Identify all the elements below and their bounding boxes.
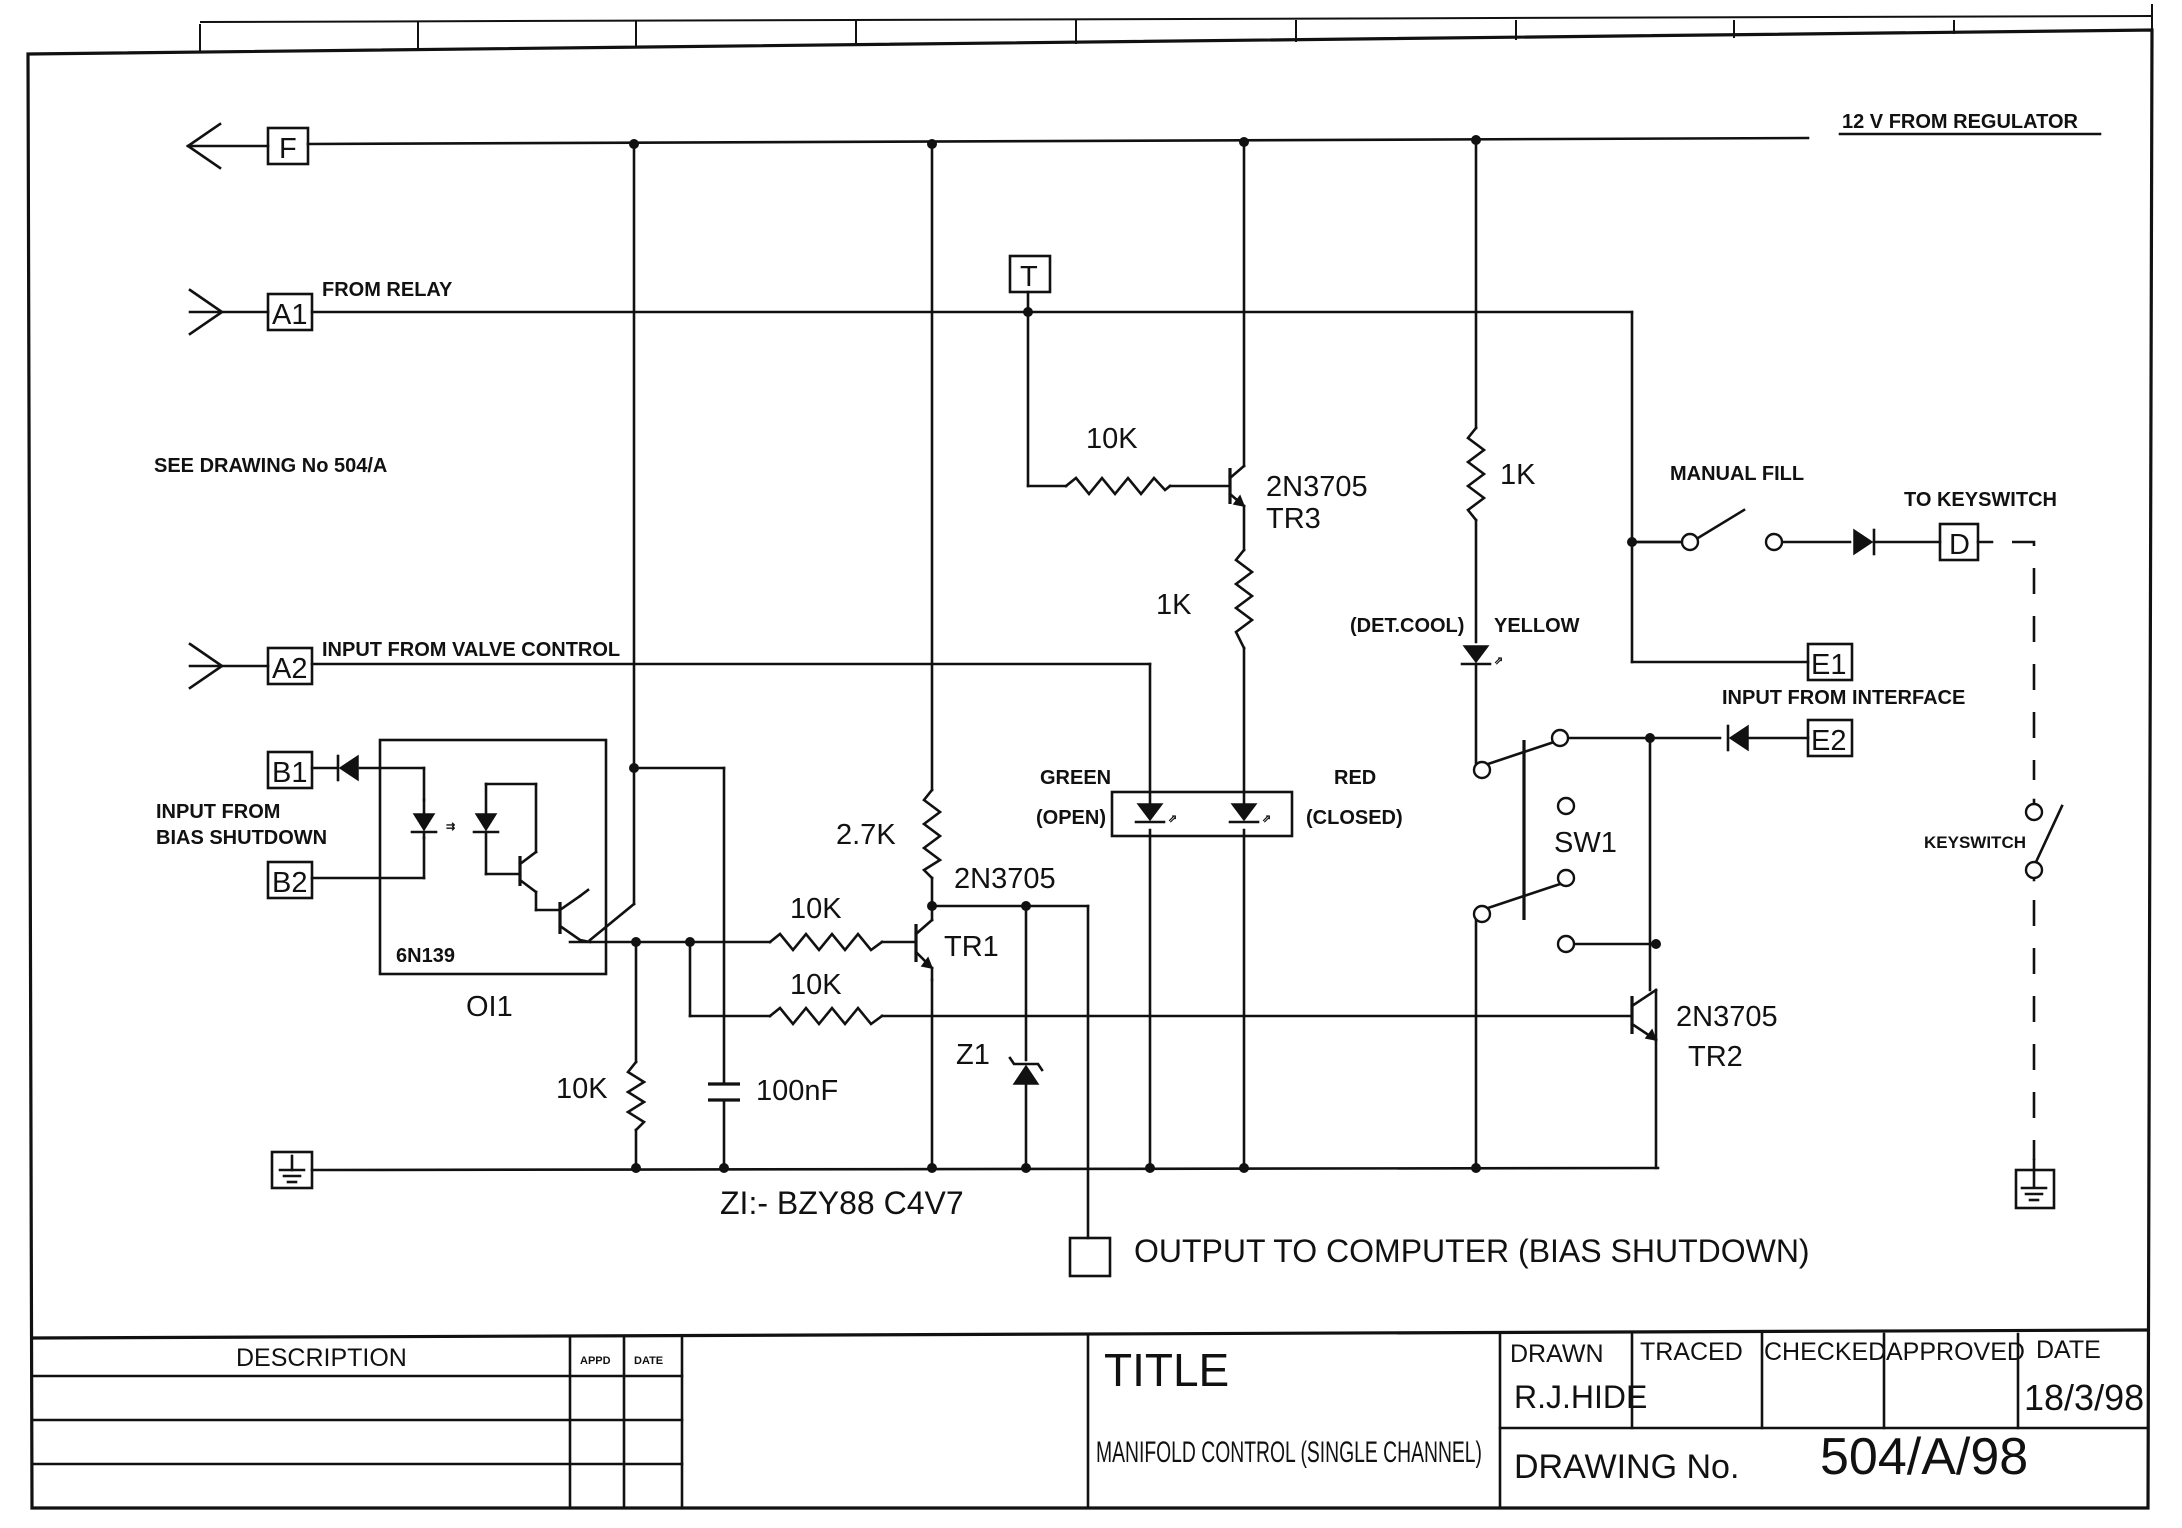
switch-manual-fill	[1680, 508, 1784, 552]
switch-keyswitch	[2024, 802, 2064, 880]
value-r-2k7: 2.7K	[836, 819, 896, 851]
led-red	[1230, 803, 1258, 822]
value-tr3-ref: TR3	[1266, 503, 1321, 535]
resistor-r-2k7	[921, 788, 943, 880]
optoisolator-oi1: ⇉	[336, 738, 608, 976]
transistor-tr1	[914, 918, 934, 982]
value-r-tr2-base: 10K	[790, 969, 842, 1001]
tb-date-col: DATE	[634, 1355, 663, 1367]
label-manual-fill: MANUAL FILL	[1670, 463, 1804, 485]
value-capacitor: 100nF	[756, 1075, 838, 1107]
capacitor-100nf	[708, 1082, 740, 1102]
value-tr1-ref: TR1	[944, 931, 999, 963]
wiring	[306, 132, 2102, 1240]
label-green: GREEN	[1040, 767, 1111, 789]
tb-description: DESCRIPTION	[236, 1344, 407, 1372]
resistor-r-pulldown	[625, 1060, 647, 1132]
tb-date-label: DATE	[2036, 1336, 2101, 1364]
tb-title-label: TITLE	[1104, 1344, 1229, 1396]
terminal-b2: B2	[272, 867, 307, 899]
tb-drawing-no-label: DRAWING No.	[1514, 1448, 1739, 1486]
junctions	[629, 135, 1661, 1173]
svg-text:⇗: ⇗	[1168, 813, 1177, 825]
label-input-valve: INPUT FROM VALVE CONTROL	[322, 639, 620, 661]
label-closed: (CLOSED)	[1306, 807, 1403, 829]
label-keyswitch: KEYSWITCH	[1924, 833, 2026, 852]
label-yellow: YELLOW	[1494, 615, 1580, 637]
value-r-tr3-base: 10K	[1086, 423, 1138, 455]
value-opto-ref: OI1	[466, 991, 513, 1023]
title-block: DESCRIPTION APPD DATE TITLE MANIFOLD CON…	[30, 1328, 2150, 1510]
tb-drawing-no: 504/A/98	[1820, 1428, 2028, 1486]
svg-text:⇗: ⇗	[1262, 813, 1271, 825]
tb-title-value: MANIFOLD CONTROL (SINGLE CHANNEL)	[1096, 1436, 1482, 1469]
value-r-tr1-base: 10K	[790, 893, 842, 925]
ground-symbols	[270, 1150, 2056, 1210]
transistor-tr2	[1630, 988, 1658, 1042]
resistors	[625, 426, 1487, 1132]
label-zener-note: ZI:- BZY88 C4V7	[720, 1185, 964, 1221]
led-panel: ⇗ ⇗ ⇗	[1110, 645, 1503, 838]
output-terminal	[1068, 1236, 1112, 1278]
diodes	[1726, 528, 1876, 752]
diode-e2	[1728, 724, 1749, 752]
value-r-yellow: 1K	[1500, 459, 1536, 491]
transistor-tr3	[1228, 464, 1246, 508]
terminal-a2: A2	[272, 653, 307, 685]
tb-date-value: 18/3/98	[2024, 1377, 2144, 1418]
resistor-r-tr2-base	[768, 1005, 884, 1027]
value-sw1-ref: SW1	[1554, 827, 1617, 859]
led-green	[1136, 803, 1164, 822]
value-opto-part: 6N139	[396, 945, 455, 967]
resistor-r-yellow	[1465, 426, 1487, 522]
resistor-r-tr3-emitter	[1233, 548, 1255, 650]
label-output: OUTPUT TO COMPUTER (BIAS SHUTDOWN)	[1134, 1233, 1810, 1269]
label-open: (OPEN)	[1036, 807, 1106, 829]
terminal-a1: A1	[272, 299, 307, 331]
tb-approved: APPROVED	[1886, 1338, 2025, 1366]
tb-checked: CHECKED	[1764, 1338, 1886, 1366]
tb-drawn: DRAWN	[1510, 1340, 1604, 1368]
label-to-keyswitch: TO KEYSWITCH	[1904, 489, 2057, 511]
value-r-pulldown: 10K	[556, 1073, 608, 1105]
terminal-e2: E2	[1811, 725, 1846, 757]
value-z1-ref: Z1	[956, 1039, 990, 1071]
label-supply: 12 V FROM REGULATOR	[1842, 111, 2079, 133]
label-see-drawing: SEE DRAWING No 504/A	[154, 455, 387, 477]
value-tr2-ref: TR2	[1688, 1041, 1743, 1073]
tb-drawn-by: R.J.HIDE	[1514, 1379, 1647, 1415]
terminal-b1: B1	[272, 757, 307, 789]
value-tr3-type: 2N3705	[1266, 471, 1368, 503]
tb-appd: APPD	[580, 1355, 611, 1367]
label-det-cool: (DET.COOL)	[1350, 615, 1464, 637]
terminal-e1: E1	[1811, 649, 1846, 681]
labels: 12 V FROM REGULATOR FROM RELAY SEE DRAWI…	[154, 111, 2079, 1269]
terminal-t: T	[1020, 261, 1038, 293]
resistor-r-tr1-base	[768, 931, 884, 953]
switch-sw1	[1472, 728, 1576, 954]
terminal-f: F	[279, 133, 297, 165]
label-from-relay: FROM RELAY	[322, 279, 453, 301]
sheet-frame	[26, 4, 2154, 1510]
label-input-interface: INPUT FROM INTERFACE	[1722, 687, 1965, 709]
svg-text:⇗: ⇗	[1494, 655, 1503, 667]
terminals: F A1 A2 B1 B2 T D E1 E2	[185, 122, 1980, 1278]
zener-z1	[1008, 1056, 1044, 1085]
tb-traced: TRACED	[1640, 1338, 1743, 1366]
svg-text:⇉: ⇉	[446, 821, 455, 833]
label-input-bias-2: BIAS SHUTDOWN	[156, 827, 327, 849]
value-tr2-type: 2N3705	[1676, 1001, 1778, 1033]
label-input-bias-1: INPUT FROM	[156, 801, 280, 823]
terminal-d: D	[1949, 529, 1970, 561]
diode-manual-fill	[1853, 528, 1874, 556]
value-tr1-type: 2N3705	[954, 863, 1056, 895]
resistor-r-tr3-base	[1064, 475, 1172, 497]
value-r-tr3-emitter: 1K	[1156, 589, 1192, 621]
label-red: RED	[1334, 767, 1376, 789]
led-yellow	[1462, 645, 1490, 664]
